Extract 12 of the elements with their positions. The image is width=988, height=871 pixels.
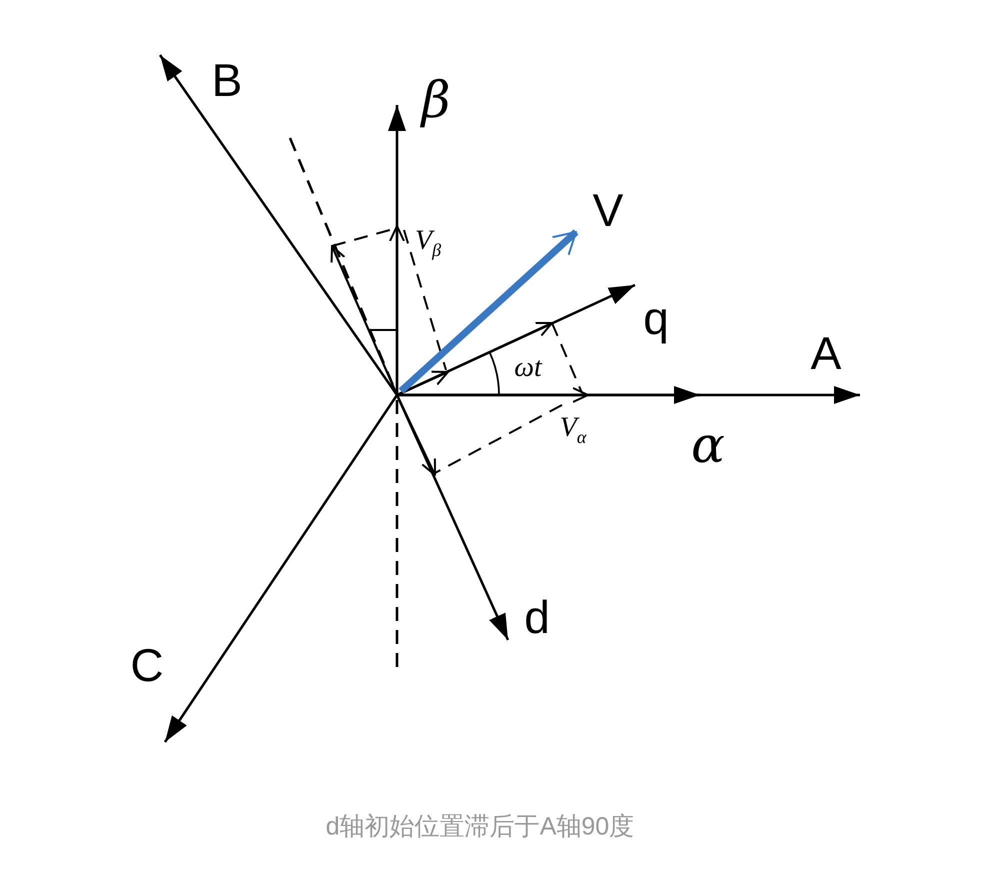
vector-label: V [592,187,624,233]
axis-label: C [130,642,164,688]
component-label: V$_{β}$ [414,227,442,259]
axis-label: q [643,295,669,341]
axis-label: d [524,594,550,640]
axis-label: A [810,330,842,376]
angle-label: ωt [514,354,542,382]
axis-label: β [422,75,450,125]
axis-label: α [691,420,725,470]
component-label: V$_{α}$ [560,414,586,446]
axis-label: B [212,57,242,103]
caption: d轴初始位置滞后于A轴90度 [326,812,634,842]
